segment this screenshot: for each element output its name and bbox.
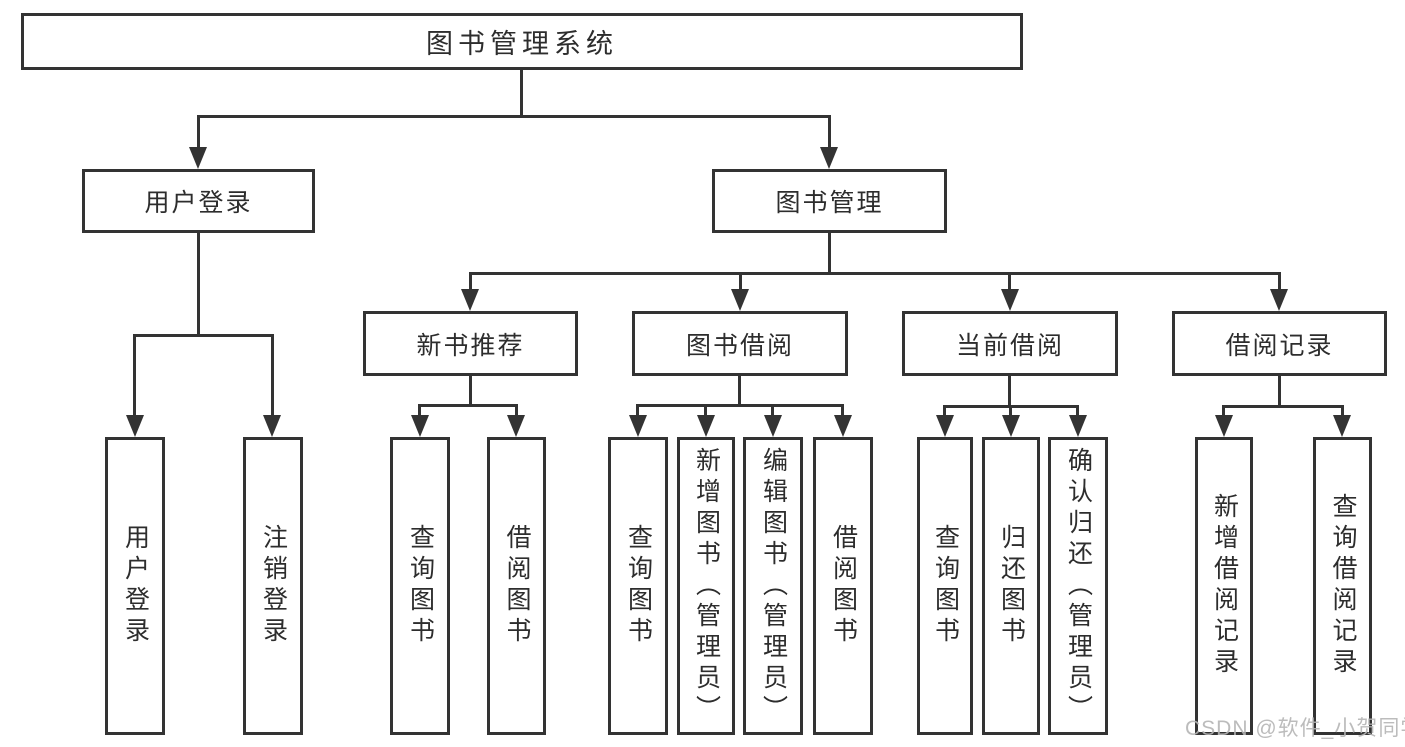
leaf-confirm-return-admin: 确认归还（管理员） [1048, 437, 1108, 735]
connector-root-stem [520, 70, 523, 118]
connector-borrow-records-stem [1278, 376, 1281, 408]
connector-to-user-login [197, 115, 200, 149]
connector-user-login-stem [197, 233, 200, 337]
arrow-down-icon [507, 415, 525, 437]
leaf-label: 归还图书 [997, 524, 1026, 648]
arrow-down-icon [1333, 415, 1351, 437]
leaf-label: 用户登录 [121, 524, 150, 648]
node-current-borrowing: 当前借阅 [902, 311, 1118, 376]
leaf-label: 编辑图书（管理员） [759, 446, 788, 726]
connector-leaf-stub [1009, 405, 1012, 419]
leaf-add-borrow-record: 新增借阅记录 [1195, 437, 1253, 735]
node-book-borrowing: 图书借阅 [632, 311, 848, 376]
connector-new-book-stem [469, 376, 472, 407]
connector-leaf-stub [704, 404, 707, 419]
connector-leaf-stub [771, 404, 774, 419]
node-new-book-recommendation: 新书推荐 [363, 311, 578, 376]
connector-to-leaf-logout [271, 334, 274, 419]
arrow-down-icon [1001, 289, 1019, 311]
arrow-down-icon [263, 415, 281, 437]
leaf-query-borrow-record: 查询借阅记录 [1313, 437, 1372, 735]
leaf-query-books-current: 查询图书 [917, 437, 973, 735]
leaf-add-books-admin: 新增图书（管理员） [677, 437, 735, 735]
leaf-label: 借阅图书 [503, 524, 531, 648]
connector-leaf-stub [636, 404, 639, 419]
connector-leaf-stub [841, 404, 844, 419]
connector-leaf-stub [418, 404, 421, 419]
connector-leaf-stub [1222, 405, 1225, 419]
connector-leaf-stub [943, 405, 946, 419]
connector-leaf-stub [1076, 405, 1079, 419]
connector-level3-rail [469, 272, 1281, 275]
leaf-label: 查询图书 [406, 524, 435, 648]
leaf-label: 注销登录 [259, 524, 288, 648]
csdn-watermark: CSDN @软件_小贺同学 [1185, 717, 1405, 740]
arrow-down-icon [1270, 289, 1288, 311]
connector-level1-rail [197, 115, 831, 118]
leaf-user-login: 用户登录 [105, 437, 165, 735]
leaf-borrow-books: 借阅图书 [813, 437, 873, 735]
connector-current-borrow-stem [1008, 376, 1011, 408]
connector-to-current-borrow [1008, 272, 1011, 292]
leaf-query-books-newbook: 查询图书 [390, 437, 450, 735]
leaf-borrow-books-newbook: 借阅图书 [487, 437, 546, 735]
connector-to-borrow-records [1278, 272, 1281, 292]
arrow-down-icon [189, 147, 207, 169]
connector-book-management-stem [828, 233, 831, 275]
connector-borrow-records-rail [1222, 405, 1343, 408]
arrow-down-icon [764, 415, 782, 437]
leaf-label: 查询图书 [931, 524, 960, 648]
arrow-down-icon [834, 415, 852, 437]
arrow-down-icon [936, 415, 954, 437]
node-borrowing-records: 借阅记录 [1172, 311, 1387, 376]
connector-to-new-book [469, 272, 472, 292]
connector-leaf-stub [1341, 405, 1344, 419]
connector-to-book-borrow [739, 272, 742, 292]
arrow-down-icon [126, 415, 144, 437]
connector-user-login-rail [133, 334, 273, 337]
leaf-label: 新增借阅记录 [1210, 493, 1239, 679]
node-library-management-system: 图书管理系统 [21, 13, 1023, 70]
arrow-down-icon [629, 415, 647, 437]
leaf-edit-books-admin: 编辑图书（管理员） [743, 437, 803, 735]
leaf-label: 借阅图书 [829, 524, 858, 648]
arrow-down-icon [1069, 415, 1087, 437]
arrow-down-icon [411, 415, 429, 437]
leaf-label: 新增图书（管理员） [692, 446, 721, 726]
leaf-label: 查询借阅记录 [1329, 493, 1357, 679]
connector-book-borrow-stem [738, 376, 741, 407]
connector-book-borrow-rail [636, 404, 844, 407]
leaf-logout: 注销登录 [243, 437, 303, 735]
leaf-label: 确认归还（管理员） [1064, 446, 1093, 726]
leaf-query-books-borrow: 查询图书 [608, 437, 668, 735]
leaf-return-books: 归还图书 [982, 437, 1040, 735]
arrow-down-icon [731, 289, 749, 311]
arrow-down-icon [1002, 415, 1020, 437]
arrow-down-icon [820, 147, 838, 169]
connector-to-book-management [828, 115, 831, 149]
leaf-label: 查询图书 [624, 524, 653, 648]
arrow-down-icon [1215, 415, 1233, 437]
node-book-management: 图书管理 [712, 169, 947, 233]
arrow-down-icon [461, 289, 479, 311]
node-user-login: 用户登录 [82, 169, 315, 233]
connector-to-leaf-user-login [133, 334, 136, 419]
arrow-down-icon [697, 415, 715, 437]
connector-new-book-rail [418, 404, 518, 407]
connector-leaf-stub [515, 404, 518, 419]
